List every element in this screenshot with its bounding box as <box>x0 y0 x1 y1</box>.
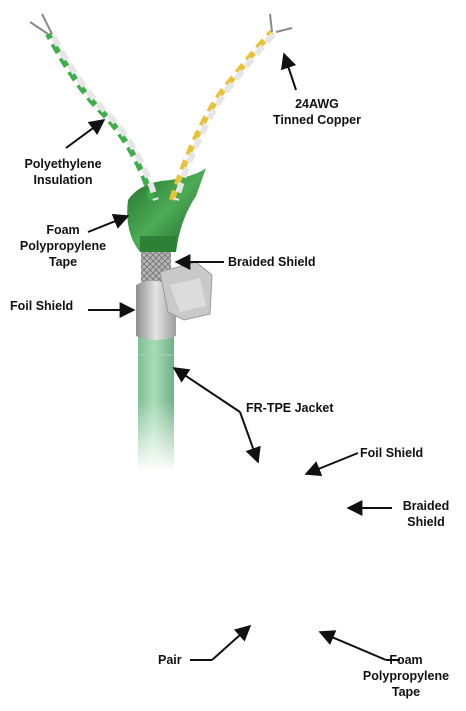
label-insulation: Polyethylene Insulation <box>8 156 118 188</box>
foam-tape <box>127 168 206 252</box>
label-conductor: 24AWG Tinned Copper <box>262 96 372 128</box>
arrow-jacket <box>174 368 240 412</box>
arrow-insulation <box>66 120 104 148</box>
arrow-conductor <box>284 54 296 90</box>
label-braided-shield-top: Braided Shield <box>228 254 316 270</box>
arrow-foil-shield-bottom <box>306 453 358 474</box>
label-foil-shield-bottom: Foil Shield <box>360 445 423 461</box>
jacket <box>138 330 174 472</box>
label-foam-tape-top: Foam Polypropylene Tape <box>10 222 116 270</box>
label-pair: Pair <box>158 652 182 668</box>
label-foil-shield-top: Foil Shield <box>10 298 73 314</box>
label-jacket: FR-TPE Jacket <box>246 400 334 416</box>
arrow-jacket-2 <box>240 412 258 462</box>
callout-arrows <box>66 54 392 660</box>
label-braided-shield-bottom: Braided Shield <box>394 498 458 530</box>
arrow-pair <box>212 626 250 660</box>
label-foam-tape-bottom: Foam Polypropylene Tape <box>354 652 458 700</box>
